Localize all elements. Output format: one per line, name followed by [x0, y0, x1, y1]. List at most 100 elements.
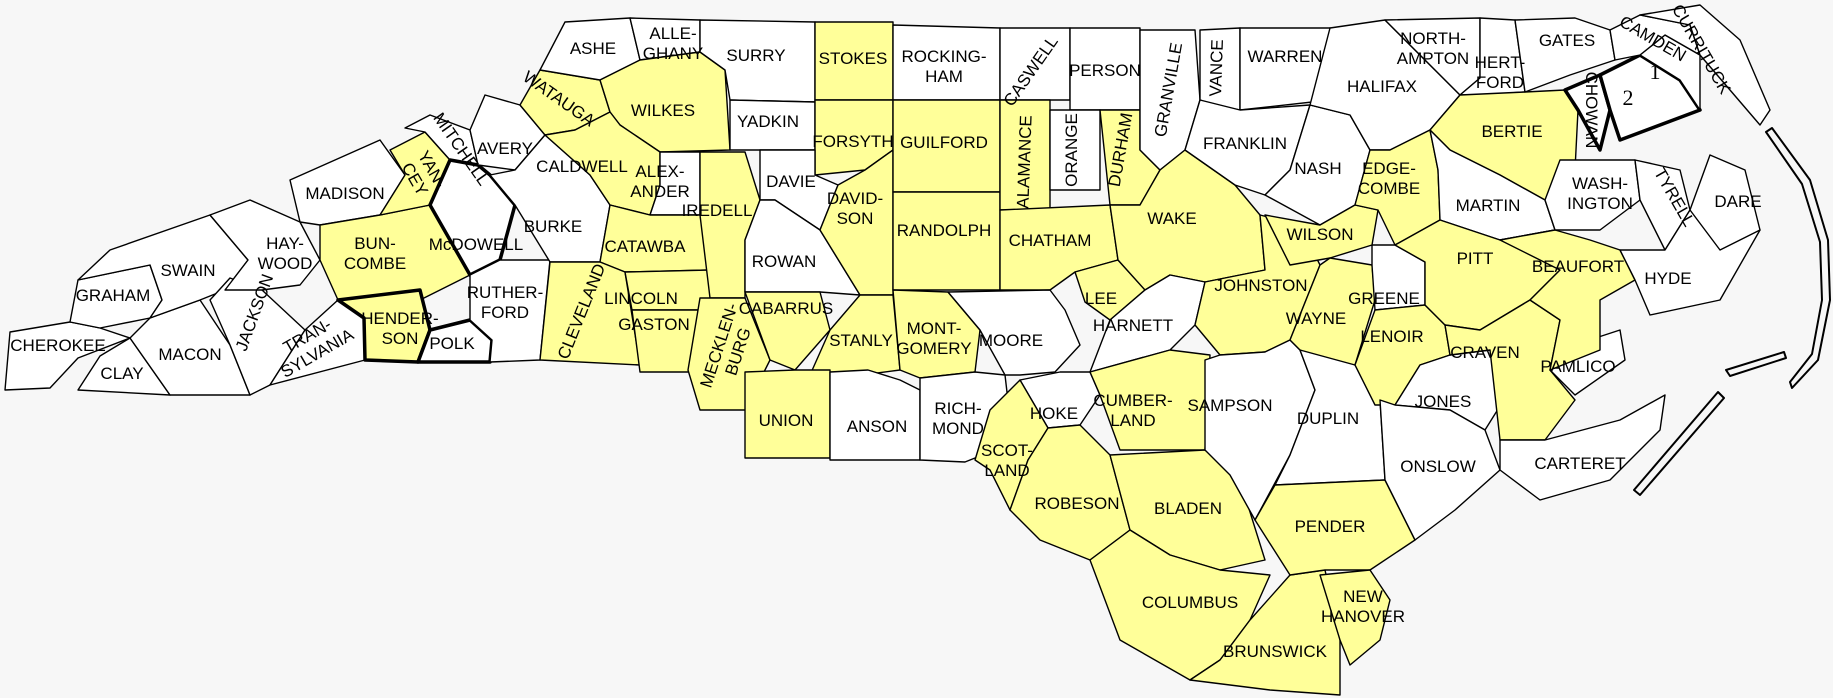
- county-carteret[interactable]: [1499, 394, 1666, 501]
- county-label-bladen: BLADEN: [1154, 499, 1222, 518]
- county-label-harnett: HARNETT: [1093, 316, 1173, 335]
- county-label-montgomery: MONT-GOMERY: [896, 319, 971, 358]
- county-label-carteret: CARTERET: [1534, 454, 1625, 473]
- outer-banks-ocracoke: [1725, 351, 1787, 377]
- county-label-hoke: HOKE: [1030, 404, 1078, 423]
- county-craven[interactable]: [1444, 299, 1576, 441]
- county-label-pasquotank: 1: [1650, 59, 1661, 84]
- county-label-pender: PENDER: [1295, 517, 1366, 536]
- county-label-craven: CRAVEN: [1450, 343, 1520, 362]
- county-newhanover[interactable]: [1319, 569, 1391, 666]
- outer-banks-north: [1765, 127, 1831, 389]
- county-label-lee: LEE: [1085, 289, 1117, 308]
- county-label-gates: GATES: [1539, 31, 1595, 50]
- county-label-nash: NASH: [1294, 159, 1341, 178]
- county-beaufort[interactable]: [1499, 229, 1636, 371]
- county-label-northampton: NORTH-AMPTON: [1397, 29, 1469, 68]
- county-label-bertie: BERTIE: [1481, 122, 1542, 141]
- county-moore[interactable]: [947, 289, 1081, 376]
- county-label-sampson: SAMPSON: [1187, 396, 1272, 415]
- county-label-greene: GREENE: [1348, 289, 1420, 308]
- county-randolph[interactable]: [892, 191, 1001, 291]
- county-label-wake: WAKE: [1147, 209, 1196, 228]
- county-label-polk: POLK: [429, 334, 475, 353]
- county-label-ashe: ASHE: [570, 39, 616, 58]
- county-cabarrus[interactable]: [744, 291, 831, 371]
- county-label-dare: DARE: [1714, 192, 1761, 211]
- county-label-orange: ORANGE: [1062, 113, 1081, 187]
- county-label-washington: WASH-INGTON: [1567, 174, 1633, 213]
- county-label-burke: BURKE: [524, 217, 583, 236]
- county-label-anson: ANSON: [847, 417, 907, 436]
- county-onslow[interactable]: [1379, 399, 1501, 541]
- county-rowan[interactable]: [744, 199, 861, 296]
- county-label-perquimans: 2: [1623, 85, 1634, 110]
- county-label-onslow: ONSLOW: [1400, 457, 1476, 476]
- county-dare[interactable]: [1689, 154, 1761, 251]
- county-label-edgecombe: EDGE-COMBE: [1358, 159, 1420, 198]
- county-label-surry: SURRY: [726, 46, 785, 65]
- county-label-pamlico: PAMLICO: [1540, 357, 1615, 376]
- county-label-brunswick: BRUNSWICK: [1223, 642, 1328, 661]
- county-rutherford[interactable]: [469, 259, 551, 363]
- county-label-richmond: RICH-MOND: [932, 399, 984, 438]
- county-label-lincoln: LINCOLN: [604, 289, 678, 308]
- county-label-moore: MOORE: [979, 331, 1043, 350]
- county-label-cumberland: CUMBER-LAND: [1093, 391, 1172, 430]
- county-label-person: PERSON: [1069, 61, 1141, 80]
- county-label-hyde: HYDE: [1644, 269, 1691, 288]
- county-label-hertford: HERT-FORD: [1475, 53, 1526, 92]
- county-label-lenoir: LENOIR: [1360, 327, 1423, 346]
- county-label-stanly: STANLY: [829, 331, 893, 350]
- county-label-halifax: HALIFAX: [1347, 77, 1417, 96]
- county-label-gaston: GASTON: [618, 315, 689, 334]
- county-label-rowan: ROWAN: [752, 252, 817, 271]
- county-label-alexander: ALEX-ANDER: [630, 162, 690, 201]
- county-label-chatham: CHATHAM: [1009, 231, 1092, 250]
- county-label-caldwell: CALDWELL: [536, 157, 628, 176]
- county-label-union: UNION: [759, 411, 814, 430]
- county-label-duplin: DUPLIN: [1297, 409, 1359, 428]
- county-label-pitt: PITT: [1457, 249, 1494, 268]
- county-label-stokes: STOKES: [819, 49, 888, 68]
- county-label-beaufort: BEAUFORT: [1532, 257, 1624, 276]
- county-label-rockingham: ROCKING-HAM: [902, 47, 987, 86]
- county-pender[interactable]: [1254, 479, 1416, 576]
- county-label-buncombe: BUN-COMBE: [344, 234, 406, 273]
- county-label-forsyth: FORSYTH: [812, 132, 893, 151]
- county-label-cabarrus: CABARRUS: [739, 299, 833, 318]
- county-label-wilson: WILSON: [1286, 225, 1353, 244]
- county-label-wayne: WAYNE: [1286, 309, 1346, 328]
- county-label-warren: WARREN: [1248, 47, 1323, 66]
- county-label-cherokee: CHEROKEE: [10, 336, 105, 355]
- county-label-wilkes: WILKES: [631, 101, 695, 120]
- county-label-yadkin: YADKIN: [737, 112, 799, 131]
- county-label-catawba: CATAWBA: [605, 237, 687, 256]
- county-label-robeson: ROBESON: [1034, 494, 1119, 513]
- county-label-chowan: CHOWAN: [1582, 72, 1601, 149]
- county-currituck[interactable]: [1639, 4, 1771, 126]
- county-swain[interactable]: [77, 214, 249, 319]
- county-cherokee[interactable]: [4, 321, 131, 391]
- county-label-rutherford: RUTHER-FORD: [467, 283, 544, 322]
- county-anson[interactable]: [829, 369, 921, 461]
- county-columbus[interactable]: [1089, 529, 1271, 681]
- county-chowan[interactable]: [1563, 73, 1612, 152]
- county-label-scotland: SCOT-LAND: [981, 441, 1033, 480]
- county-label-vance: VANCE: [1206, 39, 1227, 97]
- county-label-guilford: GUILFORD: [900, 133, 988, 152]
- county-label-alleghany: ALLE-GHANY: [643, 24, 703, 63]
- county-label-alamance: ALAMANCE: [1014, 115, 1036, 209]
- county-label-avery: AVERY: [477, 139, 533, 158]
- county-wilson[interactable]: [1264, 204, 1379, 266]
- county-label-swain: SWAIN: [160, 261, 215, 280]
- county-label-iredell: IREDELL: [682, 201, 753, 220]
- county-label-mcdowell: McDOWELL: [429, 235, 523, 254]
- county-label-davie: DAVIE: [766, 172, 816, 191]
- county-orange[interactable]: [1049, 109, 1101, 191]
- county-label-henderson: HENDER-SON: [361, 309, 438, 348]
- county-label-clay: CLAY: [100, 364, 143, 383]
- county-label-davidson: DAVID-SON: [827, 189, 883, 228]
